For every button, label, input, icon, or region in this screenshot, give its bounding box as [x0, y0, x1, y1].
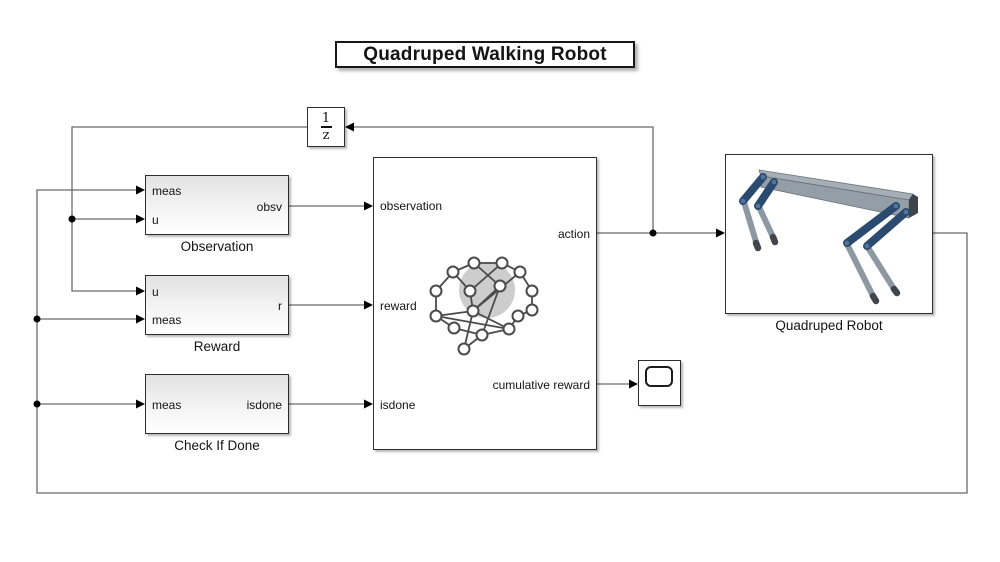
observation-port-u: u	[152, 213, 159, 227]
observation-port-obsv: obsv	[256, 200, 282, 214]
check-if-done-block-label: Check If Done	[174, 438, 260, 453]
check-if-done-port-meas: meas	[152, 398, 182, 412]
reward-port-r: r	[278, 299, 282, 313]
check-if-done-block[interactable]: meas isdone	[145, 374, 289, 434]
observation-port-meas: meas	[152, 184, 182, 198]
agent-port-cumulative-reward: cumulative reward	[492, 378, 590, 392]
observation-block-label: Observation	[180, 239, 254, 254]
reward-port-meas: meas	[152, 313, 182, 327]
reward-block-label: Reward	[193, 339, 241, 354]
quadruped-robot-block[interactable]	[725, 154, 933, 314]
quadruped-robot-image	[739, 169, 918, 305]
unit-delay-fraction-icon: 1 z	[308, 108, 344, 146]
agent-port-isdone: isdone	[380, 398, 416, 412]
model-title: Quadruped Walking Robot	[335, 41, 635, 68]
agent-port-reward: reward	[380, 299, 417, 313]
agent-port-observation: observation	[380, 199, 443, 213]
model-title-text: Quadruped Walking Robot	[363, 43, 607, 65]
agent-port-action: action	[557, 227, 590, 241]
fraction-bar	[320, 126, 332, 128]
check-if-done-port-isdone: isdone	[246, 398, 282, 412]
rl-agent-block[interactable]: observation reward isdone action cumulat…	[373, 157, 597, 450]
unit-delay-denominator: z	[322, 127, 330, 143]
reward-port-u: u	[152, 285, 159, 299]
reward-block[interactable]: u meas r	[145, 275, 289, 335]
quadruped-robot-block-label: Quadruped Robot	[775, 318, 883, 333]
observation-block[interactable]: meas u obsv	[145, 175, 289, 235]
unit-delay-block[interactable]: 1 z	[307, 107, 345, 147]
scope-display-icon	[645, 366, 673, 387]
brain-network-icon	[429, 256, 539, 356]
unit-delay-numerator: 1	[321, 111, 331, 127]
scope-block[interactable]	[638, 360, 681, 406]
